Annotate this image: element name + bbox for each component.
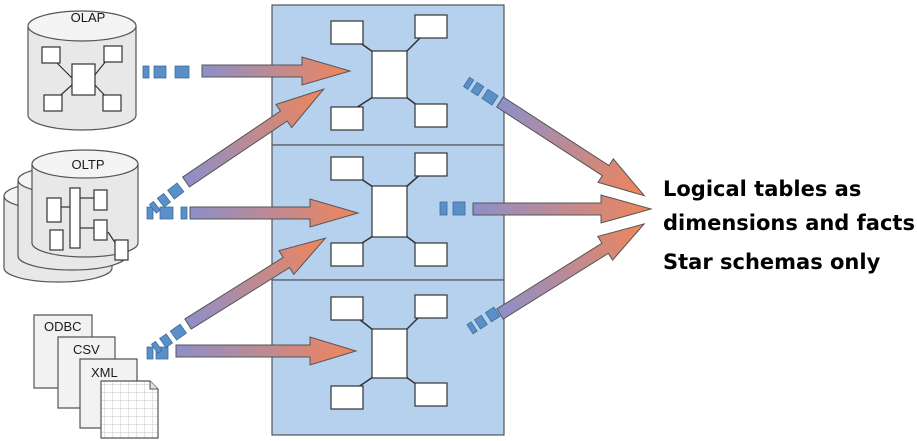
oltp-database-icon: OLTP (3, 149, 139, 283)
connector-dashes (142, 65, 501, 360)
xml-label: XML (91, 365, 118, 380)
flow-arrows (175, 56, 653, 366)
captions: Logical tables as dimensions and facts S… (663, 177, 915, 274)
star-schema-panels (271, 4, 505, 436)
olap-database-icon: OLAP (27, 10, 137, 131)
arrow-files-to-bottom (175, 336, 358, 366)
oltp-cylinder-front: OLTP (31, 149, 139, 261)
arrow-oltp-to-middle (189, 198, 360, 228)
csv-label: CSV (73, 342, 100, 357)
arrow-oltp-to-top (181, 88, 326, 188)
arrow-files-to-middle (184, 237, 327, 330)
file-sources-icon: ODBC CSV XML (33, 314, 159, 439)
olap-label: OLAP (71, 10, 106, 25)
arrow-middle-to-captions (472, 194, 653, 224)
caption-logical-tables: Logical tables as (663, 177, 861, 201)
arrow-top-to-captions (496, 96, 646, 197)
odbc-label: ODBC (44, 319, 82, 334)
caption-dimensions-facts: dimensions and facts (663, 211, 915, 235)
arrow-bottom-to-captions (496, 223, 646, 320)
caption-star-schemas: Star schemas only (663, 250, 881, 274)
spreadsheet-icon (100, 380, 159, 439)
arrow-olap-to-top (201, 56, 352, 86)
oltp-label: OLTP (72, 157, 105, 172)
